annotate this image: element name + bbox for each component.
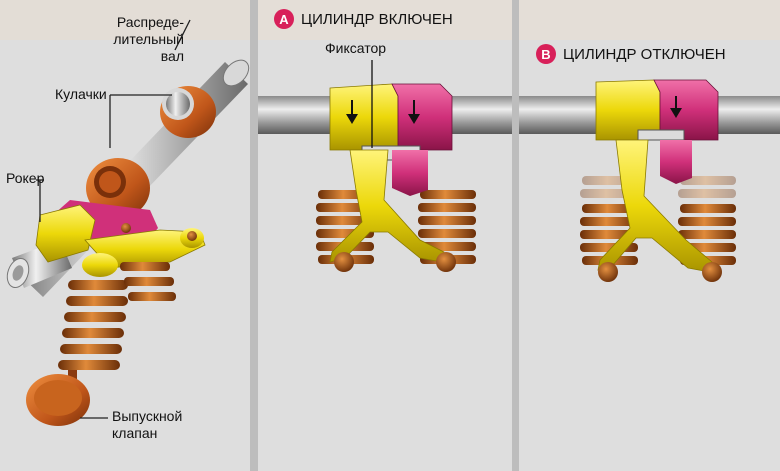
b-rocker-yellow — [597, 139, 713, 273]
label-camshaft-line2: лительный — [113, 31, 184, 47]
a-rocker-yellow — [329, 149, 445, 263]
a-cam-magenta — [391, 83, 453, 151]
label-camshaft: Распреде- лительный вал — [88, 14, 184, 65]
b-cam-magenta — [653, 79, 719, 141]
left-leader-lines — [36, 19, 191, 419]
a-nut-left — [334, 252, 354, 272]
a-spring-right — [418, 190, 476, 264]
a-follower-magenta — [392, 150, 428, 196]
left-adjuster-nut-2 — [187, 231, 197, 241]
label-rocker: Рокер — [6, 170, 45, 186]
panel-a-badge: A — [274, 9, 294, 29]
panel-b-title: ЦИЛИНДР ОТКЛЮЧЕН — [563, 45, 726, 63]
panel-b-badge: B — [536, 44, 556, 64]
label-camshaft-line1: Распреде- — [116, 14, 184, 30]
panel-b-header: B ЦИЛИНДР ОТКЛЮЧЕН — [536, 44, 726, 64]
left-cam-middle — [86, 158, 150, 218]
b-follower-magenta — [660, 140, 692, 184]
left-valve-spring — [58, 262, 176, 370]
label-cams: Кулачки — [55, 86, 107, 102]
label-valve-line1: Выпускной — [112, 408, 183, 424]
label-camshaft-line3: вал — [160, 48, 184, 64]
left-cam-upper — [160, 86, 216, 138]
b-nut-right — [702, 262, 722, 282]
label-valve-line2: клапан — [112, 425, 158, 441]
b-nut-left — [598, 262, 618, 282]
left-adjuster-nut — [121, 223, 131, 233]
left-exhaust-valve — [26, 370, 90, 426]
panel-a-title: ЦИЛИНДР ВКЛЮЧЕН — [301, 10, 453, 28]
a-nut-right — [436, 252, 456, 272]
label-lock: Фиксатор — [325, 40, 387, 56]
a-cam-yellow — [329, 83, 399, 151]
b-lock-pin — [637, 129, 685, 141]
left-rocker — [35, 200, 206, 277]
panel-a-header: A ЦИЛИНДР ВКЛЮЧЕН — [274, 9, 453, 29]
label-exhaust-valve: Выпускной клапан — [112, 408, 182, 442]
